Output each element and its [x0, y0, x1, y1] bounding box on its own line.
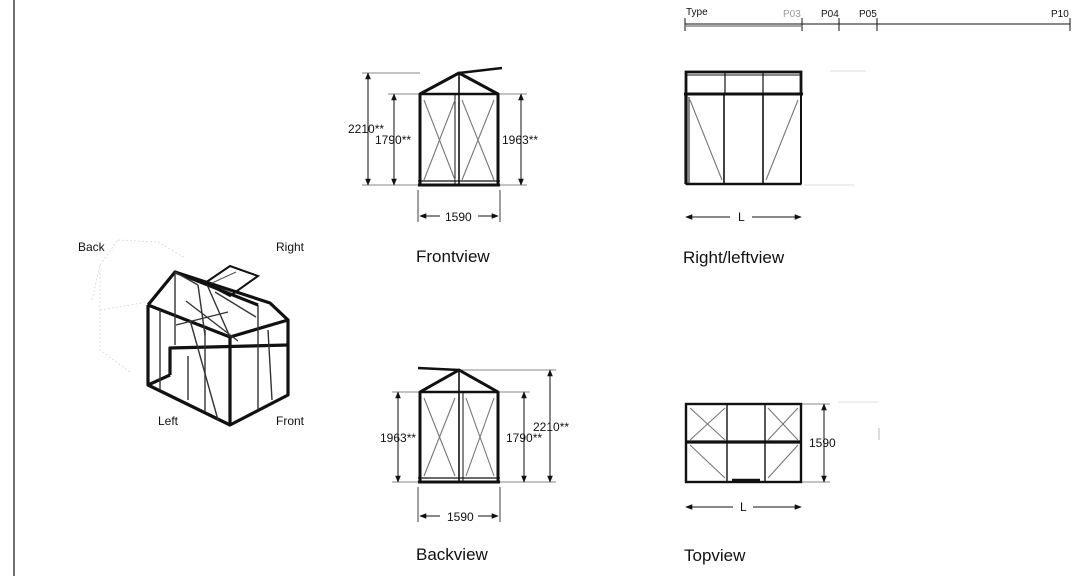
top-length-label: L — [740, 500, 747, 514]
tick-label-p04: P04 — [821, 9, 839, 20]
front-view: 2210** 1790** 1963** 1590 Frontview — [348, 66, 538, 266]
side-length-label: L — [738, 210, 745, 224]
tick-label-p10: P10 — [1051, 9, 1069, 20]
front-width-label: 1590 — [445, 210, 472, 224]
frontview-title: Frontview — [416, 247, 490, 266]
top-view: 1590 L Topview — [684, 401, 880, 565]
type-scale-bar: Type P03 P04 P05 P10 — [684, 7, 1071, 31]
tick-label-p03: P03 — [783, 9, 801, 20]
back-right-height-label: 1790** — [506, 431, 542, 445]
back-view: 1963** 1790** 2210** 1590 Backview — [380, 366, 569, 564]
top-width-label: 1590 — [809, 436, 836, 450]
isometric-view: Back Right Left Front — [78, 239, 305, 428]
topview-title: Topview — [684, 546, 746, 565]
tick-label-p05: P05 — [859, 9, 877, 20]
iso-label-back: Back — [78, 240, 106, 254]
iso-label-left: Left — [158, 414, 179, 428]
front-total-height-label: 2210** — [348, 122, 384, 136]
side-view: L Right/leftview — [683, 70, 866, 267]
type-label: Type — [686, 7, 708, 18]
iso-label-right: Right — [276, 240, 305, 254]
right-left-view-title: Right/leftview — [683, 248, 785, 267]
back-total-height-label: 2210** — [533, 420, 569, 434]
front-left-height-label: 1790** — [375, 133, 411, 147]
back-left-height-label: 1963** — [380, 431, 416, 445]
front-right-height-label: 1963** — [502, 133, 538, 147]
iso-label-front: Front — [276, 414, 305, 428]
back-width-label: 1590 — [447, 510, 474, 524]
backview-title: Backview — [416, 545, 489, 564]
